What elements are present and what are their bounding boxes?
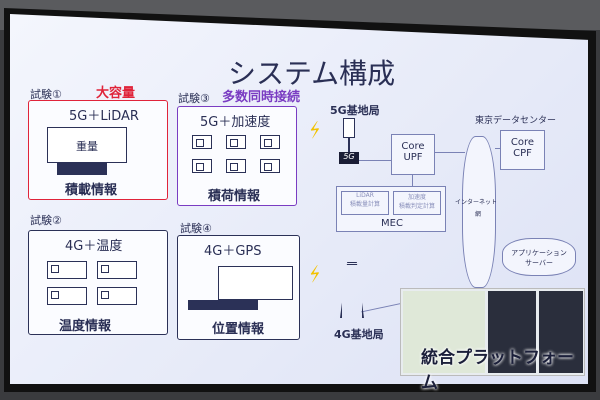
trial-3-heading: 5G＋加速度 xyxy=(200,115,271,130)
5g-base-station-label: 5G基地局 xyxy=(330,104,380,117)
trial-4-box: 4G＋GPS 位置情報 xyxy=(177,235,300,340)
truck-icon xyxy=(57,163,107,175)
map-view xyxy=(403,291,485,373)
trial-4-caption: 位置情報 xyxy=(212,322,265,337)
trial-1-heading: 5G＋LiDAR xyxy=(69,109,139,124)
trial-1-label: 試験① xyxy=(30,88,62,101)
weight-label: 重量 xyxy=(76,140,98,153)
trial-3-tag: 多数同時接続 xyxy=(222,90,301,105)
trial-4-label: 試験④ xyxy=(180,222,212,235)
mec-label: MEC xyxy=(381,218,403,229)
dashboard-panel xyxy=(488,291,536,373)
truck-icon xyxy=(188,300,258,310)
5g-badge: 5G xyxy=(339,152,359,164)
trial-3-label: 試験③ xyxy=(178,92,210,105)
5g-antenna-icon xyxy=(343,118,355,138)
platform-dashboard: 統合プラットフォーム xyxy=(400,288,585,393)
trial-1-box: 5G＋LiDAR 重量 積載情報 xyxy=(28,100,168,200)
trial-2-caption: 温度情報 xyxy=(59,319,112,334)
truck-cargo xyxy=(218,266,293,300)
trial-1-caption: 積載情報 xyxy=(65,183,118,198)
core-upf-box: Core UPF xyxy=(391,134,435,175)
platform-label: 統合プラットフォーム xyxy=(421,348,574,393)
trial-3-caption: 積荷情報 xyxy=(208,189,261,204)
internet-cloud: インターネット 網 xyxy=(455,136,497,288)
app-server-cloud: アプリケーション サーバー xyxy=(502,238,576,276)
4g-base-station-label: 4G基地局 xyxy=(334,328,384,341)
trial-2-box: 4G＋温度 温度情報 xyxy=(28,230,168,335)
trial-4-heading: 4G＋GPS xyxy=(204,244,262,259)
mec-accel-box: 加速度積載判定計算 xyxy=(393,191,441,215)
dashboard-panel xyxy=(539,291,583,373)
truck-cargo: 重量 xyxy=(47,127,127,163)
slide-title: システム構成 xyxy=(228,57,396,90)
trial-2-heading: 4G＋温度 xyxy=(65,239,123,254)
datacenter-label: 東京データセンター xyxy=(475,116,557,126)
trial-1-tag: 大容量 xyxy=(96,86,136,101)
trial-3-box: 5G＋加速度 積荷情報 xyxy=(177,106,297,206)
core-cpf-box: Core CPF xyxy=(500,130,545,170)
trial-2-label: 試験② xyxy=(30,214,62,227)
